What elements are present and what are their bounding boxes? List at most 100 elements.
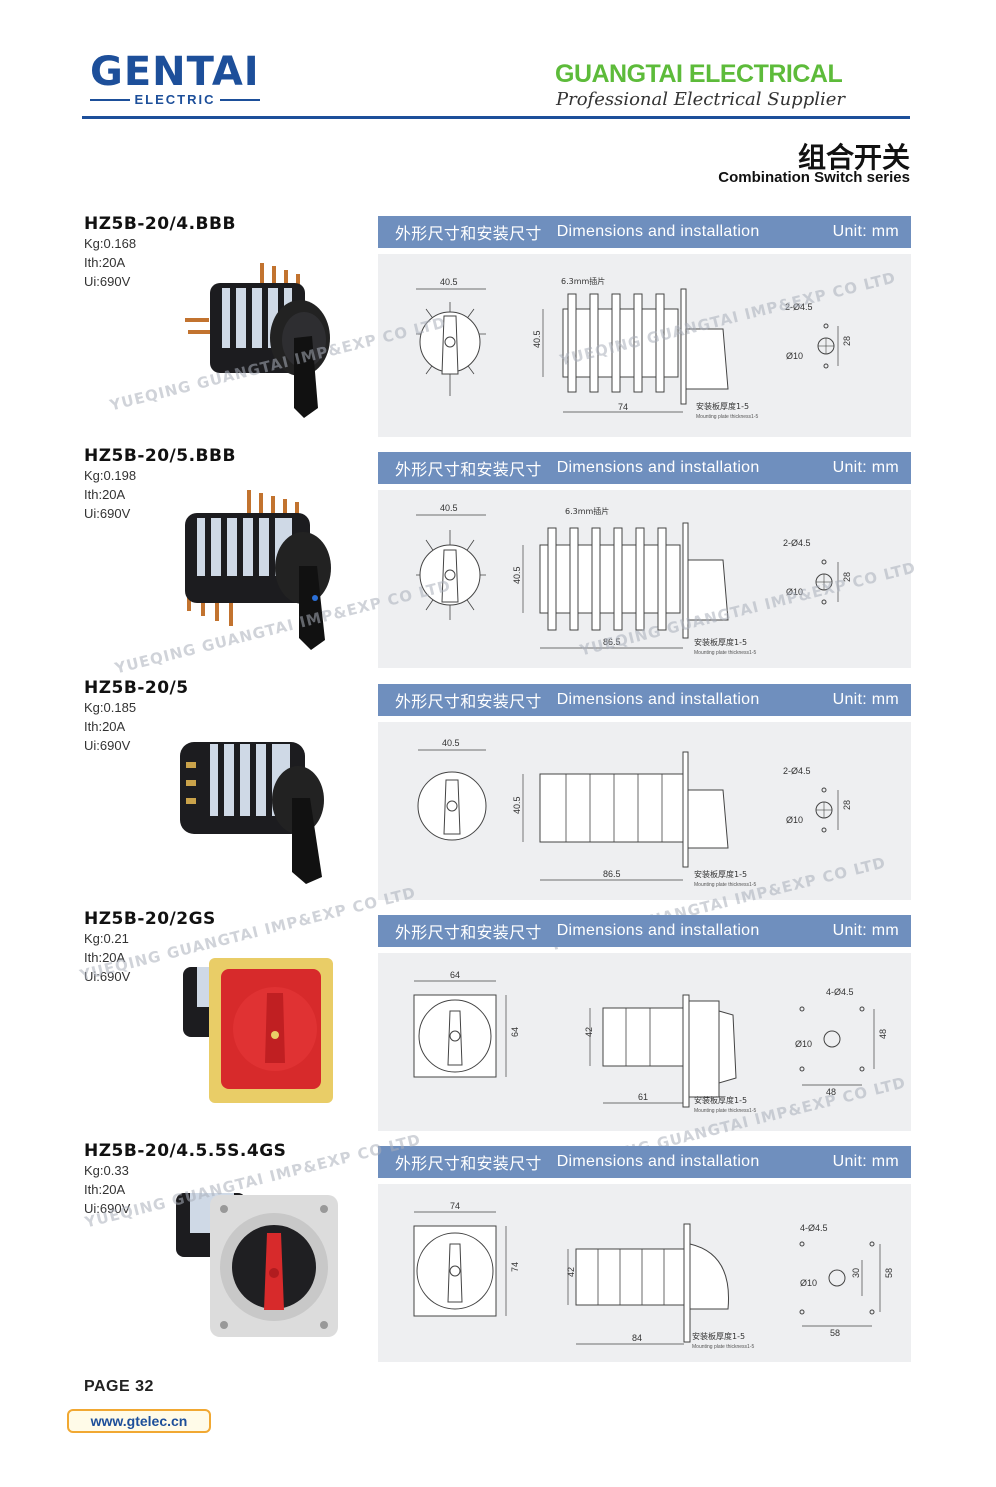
product-voltage: Ui:690V	[84, 506, 131, 521]
panel-header: 外形尺寸和安装尺寸 Dimensions and installation Un…	[378, 452, 911, 484]
product-photo	[185, 490, 331, 650]
product-voltage: Ui:690V	[84, 969, 131, 984]
dim-front-height: 74	[510, 1262, 520, 1272]
dim-diameter: Ø10	[795, 1039, 812, 1049]
dim-diameter: Ø10	[800, 1278, 817, 1288]
product-model: HZ5B-20/5	[84, 678, 189, 698]
panel-header: 外形尺寸和安装尺寸 Dimensions and installation Un…	[378, 915, 911, 947]
plate-thickness-en: Mounting plate thickness1-5	[694, 882, 756, 888]
product-model: HZ5B-20/4.BBB	[84, 214, 236, 234]
panel-title-cn: 外形尺寸和安装尺寸	[395, 923, 542, 942]
dimensions-panel: 外形尺寸和安装尺寸 Dimensions and installation Un…	[378, 915, 911, 1131]
dim-diameter: Ø10	[786, 587, 803, 597]
panel-unit: Unit: mm	[832, 1153, 899, 1170]
dimension-drawing: 64 64 42 61 安装板厚度1-5 Mounting plate thic…	[378, 953, 911, 1131]
panel-header: 外形尺寸和安装尺寸 Dimensions and installation Un…	[378, 216, 911, 248]
panel-title-en: Dimensions and installation	[556, 1153, 760, 1170]
dimension-drawing: 40.5 40.5 86.5 安装板厚度1-5 Mounting plate t…	[378, 722, 911, 900]
dimensions-panel: 外形尺寸和安装尺寸 Dimensions and installation Un…	[378, 684, 911, 900]
panel-title-cn: 外形尺寸和安装尺寸	[395, 692, 542, 711]
dim-diameter: Ø10	[786, 351, 803, 361]
product-current: Ith:20A	[84, 487, 126, 502]
company-logo: GENTAI ELECTRIC	[90, 50, 265, 110]
product-current: Ith:20A	[84, 719, 126, 734]
dim-height: 42	[584, 1027, 594, 1037]
product-info: HZ5B-20/4.BBB Kg:0.168 Ith:20A Ui:690V	[84, 214, 384, 291]
dim-tab-label: 6.3mm插片	[561, 276, 605, 286]
product-model: HZ5B-20/4.5.5S.4GS	[84, 1141, 287, 1161]
dim-holes: 2-Ø4.5	[783, 538, 811, 548]
dim-spacing-inner: 30	[851, 1268, 861, 1278]
plate-thickness-en: Mounting plate thickness1-5	[692, 1344, 754, 1350]
panel-title-en: Dimensions and installation	[556, 691, 760, 708]
dimension-drawing: 40.5 6.3mm插片 40.5 74 安装板厚度1-5 Mounting p…	[378, 254, 911, 437]
panel-unit: Unit: mm	[832, 922, 899, 939]
dim-length: 74	[618, 402, 628, 412]
dim-spacing-v: 48	[878, 1029, 888, 1039]
dim-spacing-v: 58	[884, 1268, 894, 1278]
panel-title-en: Dimensions and installation	[556, 459, 760, 476]
product-model: HZ5B-20/2GS	[84, 909, 216, 929]
panel-header: 外形尺寸和安装尺寸 Dimensions and installation Un…	[378, 1146, 911, 1178]
product-weight: Kg:0.185	[84, 700, 137, 715]
dim-front-width: 64	[450, 970, 460, 980]
dim-tab-label: 6.3mm插片	[565, 506, 609, 516]
product-model: HZ5B-20/5.BBB	[84, 446, 236, 466]
product-info: HZ5B-20/5.BBB Kg:0.198 Ith:20A Ui:690V	[84, 446, 384, 523]
dim-holes: 2-Ø4.5	[783, 766, 811, 776]
product-voltage: Ui:690V	[84, 738, 131, 753]
dim-spacing: 28	[842, 572, 852, 582]
dimension-drawing: 74 74 42 84 安装板厚度1-5 Mounting plate thic…	[378, 1184, 911, 1362]
plate-thickness-en: Mounting plate thickness1-5	[694, 650, 756, 656]
dim-front-width: 40.5	[440, 503, 458, 513]
website-link[interactable]: www.gtelec.cn	[67, 1409, 211, 1433]
dim-diameter: Ø10	[786, 815, 803, 825]
product-photo	[183, 958, 333, 1103]
dim-holes: 4-Ø4.5	[800, 1223, 828, 1233]
panel-title-en: Dimensions and installation	[556, 223, 760, 240]
plate-thickness-cn: 安装板厚度1-5	[694, 1095, 747, 1105]
dim-length: 86.5	[603, 637, 621, 647]
product-weight: Kg:0.198	[84, 468, 137, 483]
dim-front-width: 40.5	[442, 738, 460, 748]
product-photo	[176, 1193, 338, 1337]
logo-subtitle: ELECTRIC	[90, 92, 260, 107]
plate-thickness-cn: 安装板厚度1-5	[696, 401, 749, 411]
plate-thickness-cn: 安装板厚度1-5	[692, 1331, 745, 1341]
dim-length: 61	[638, 1092, 648, 1102]
dim-length: 84	[632, 1333, 642, 1343]
product-voltage: Ui:690V	[84, 1201, 131, 1216]
dim-height: 42	[566, 1267, 576, 1277]
dim-holes: 4-Ø4.5	[826, 987, 854, 997]
dim-spacing-h: 48	[826, 1087, 836, 1097]
panel-title-cn: 外形尺寸和安装尺寸	[395, 460, 542, 479]
dim-front-width: 74	[450, 1201, 460, 1211]
dim-spacing: 28	[842, 336, 852, 346]
series-title-en: Combination Switch series	[718, 169, 910, 186]
product-voltage: Ui:690V	[84, 274, 131, 289]
page-number: PAGE 32	[84, 1378, 154, 1395]
dim-spacing-h: 58	[830, 1328, 840, 1338]
header-divider	[82, 116, 910, 119]
dim-height: 40.5	[512, 566, 522, 584]
dim-length: 86.5	[603, 869, 621, 879]
product-weight: Kg:0.21	[84, 931, 129, 946]
series-title-cn: 组合开关	[797, 141, 910, 174]
product-current: Ith:20A	[84, 950, 126, 965]
product-current: Ith:20A	[84, 255, 126, 270]
dim-height: 40.5	[512, 796, 522, 814]
logo-wordmark: GENTAI	[90, 49, 260, 95]
dimensions-panel: 外形尺寸和安装尺寸 Dimensions and installation Un…	[378, 452, 911, 668]
product-photo	[185, 263, 330, 418]
panel-title-cn: 外形尺寸和安装尺寸	[395, 1154, 542, 1173]
panel-unit: Unit: mm	[832, 223, 899, 240]
panel-unit: Unit: mm	[832, 459, 899, 476]
dim-spacing: 28	[842, 800, 852, 810]
plate-thickness-en: Mounting plate thickness1-5	[696, 414, 758, 420]
product-current: Ith:20A	[84, 1182, 126, 1197]
product-info: HZ5B-20/2GS Kg:0.21 Ith:20A Ui:690V	[84, 909, 384, 986]
plate-thickness-cn: 安装板厚度1-5	[694, 869, 747, 879]
dim-front-width: 40.5	[440, 277, 458, 287]
panel-title-cn: 外形尺寸和安装尺寸	[395, 224, 542, 243]
dim-holes: 2-Ø4.5	[785, 302, 813, 312]
